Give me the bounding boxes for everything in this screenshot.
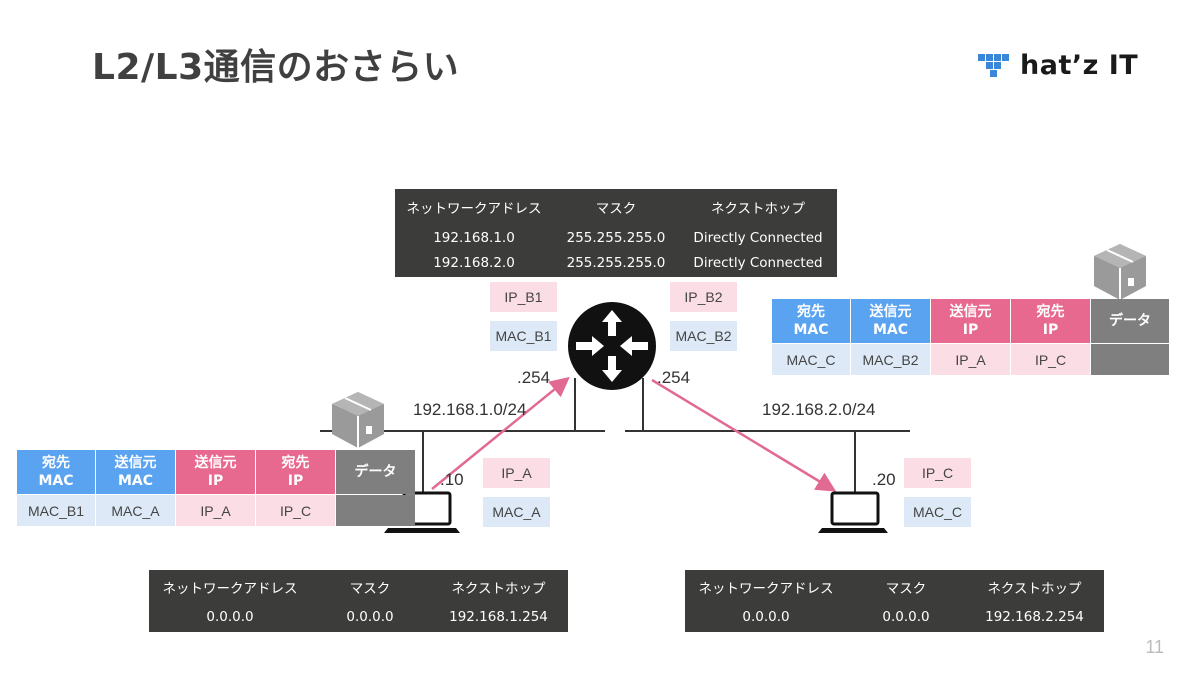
table-cell: 192.168.1.254 bbox=[449, 608, 548, 625]
logo-text: hat’z IT bbox=[1020, 49, 1139, 81]
network-left-label: 192.168.1.0/24 bbox=[413, 400, 527, 419]
table-header: マスク bbox=[349, 580, 391, 597]
table-header: マスク bbox=[885, 580, 927, 597]
host-c-ip: IP_C bbox=[904, 458, 971, 488]
table-cell: 0.0.0.0 bbox=[206, 608, 254, 625]
table-cell: Directly Connected bbox=[693, 254, 823, 271]
package-box-icon bbox=[332, 392, 384, 448]
host-a-ip: IP_A bbox=[483, 458, 550, 488]
frame-value-src-ip: IP_A bbox=[176, 495, 255, 526]
table-cell: 192.168.1.0 bbox=[433, 229, 515, 246]
slide-title: L2/L3通信のおさらい bbox=[92, 47, 460, 88]
host-c-mac: MAC_C bbox=[904, 497, 971, 527]
table-header: ネクストホップ bbox=[451, 580, 546, 597]
frame-value-dst-mac: MAC_C bbox=[772, 344, 850, 375]
table-header: マスク bbox=[595, 201, 637, 217]
table-header: ネットワークアドレス bbox=[406, 201, 542, 217]
frame-header-data: データ bbox=[1091, 299, 1169, 343]
router-routing-table: ネットワークアドレス マスク ネクストホップ 192.168.1.0 255.2… bbox=[395, 189, 837, 277]
router-left-mac: MAC_B1 bbox=[490, 321, 557, 351]
host-a-routing-table: ネットワークアドレス マスク ネクストホップ 0.0.0.0 0.0.0.0 1… bbox=[149, 570, 568, 632]
frame-value-dst-mac: MAC_B1 bbox=[17, 495, 95, 526]
packet-path-arrow-1 bbox=[431, 376, 570, 490]
table-header: ネクストホップ bbox=[987, 580, 1082, 597]
router-left-ip: IP_B1 bbox=[490, 282, 557, 312]
router-left-octet: .254 bbox=[517, 368, 551, 387]
frame-header-data: データ bbox=[336, 450, 415, 494]
table-header: ネットワークアドレス bbox=[162, 580, 298, 597]
packet-path-arrow-2 bbox=[651, 378, 837, 492]
frame-value-src-mac: MAC_A bbox=[96, 495, 175, 526]
table-cell: Directly Connected bbox=[693, 229, 823, 246]
package-box-icon bbox=[1094, 244, 1146, 300]
table-header: ネクストホップ bbox=[710, 201, 806, 217]
table-cell: 192.168.2.254 bbox=[985, 608, 1084, 625]
network-right-label: 192.168.2.0/24 bbox=[762, 400, 876, 419]
table-cell: 0.0.0.0 bbox=[882, 608, 930, 625]
router-right-ip: IP_B2 bbox=[670, 282, 737, 312]
frame-value-data bbox=[336, 495, 415, 526]
frame-value-src-ip: IP_A bbox=[931, 344, 1010, 375]
router-icon bbox=[568, 302, 656, 390]
frame-value-data bbox=[1091, 344, 1169, 375]
frame-value-dst-ip: IP_C bbox=[256, 495, 335, 526]
table-cell: 0.0.0.0 bbox=[346, 608, 394, 625]
host-a-mac: MAC_A bbox=[483, 497, 550, 527]
logo: hat’z IT bbox=[978, 49, 1139, 81]
router-right-mac: MAC_B2 bbox=[670, 321, 737, 351]
host-c-routing-table: ネットワークアドレス マスク ネクストホップ 0.0.0.0 0.0.0.0 1… bbox=[685, 570, 1104, 632]
logo-mark-icon bbox=[978, 54, 1009, 77]
page-number: 11 bbox=[1145, 637, 1164, 657]
table-cell: 192.168.2.0 bbox=[433, 254, 515, 271]
table-header: ネットワークアドレス bbox=[698, 580, 834, 597]
table-cell: 255.255.255.0 bbox=[566, 229, 666, 246]
router-right-octet: .254 bbox=[657, 368, 691, 387]
frame-value-src-mac: MAC_B2 bbox=[851, 344, 930, 375]
laptop-c-icon bbox=[818, 491, 888, 533]
table-cell: 0.0.0.0 bbox=[742, 608, 790, 625]
host-c-octet: .20 bbox=[872, 470, 896, 489]
table-cell: 255.255.255.0 bbox=[566, 254, 666, 271]
host-a-octet: .10 bbox=[440, 470, 464, 489]
frame-value-dst-ip: IP_C bbox=[1011, 344, 1090, 375]
